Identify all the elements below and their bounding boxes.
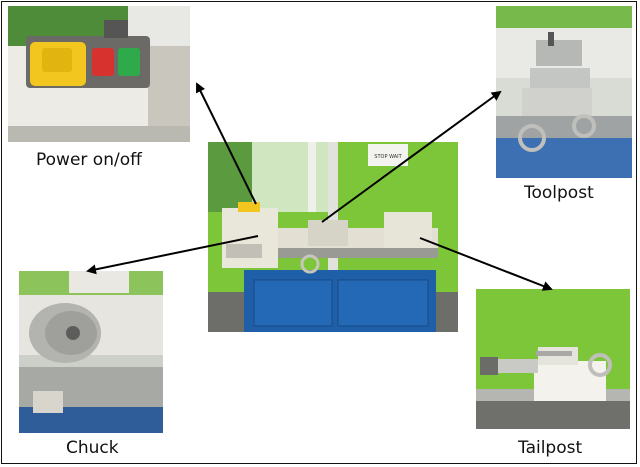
toolpost-label: Toolpost: [524, 183, 594, 203]
stop-wait-sign: STOP WAIT: [374, 154, 402, 160]
toolpost-photo: [496, 6, 632, 178]
tailpost-photo: [476, 289, 630, 429]
arrow-to-power: [196, 82, 257, 205]
chuck-photo: [19, 271, 163, 433]
arrow-to-tailpost: [419, 237, 553, 291]
arrow-to-toolpost: [321, 90, 502, 223]
power-switch-photo: [8, 6, 190, 142]
lathe-photo: STOP WAIT: [208, 142, 458, 332]
tailpost-label: Tailpost: [518, 438, 583, 458]
power-label: Power on/off: [36, 150, 142, 170]
chuck-label: Chuck: [66, 438, 119, 458]
arrow-to-chuck: [86, 235, 259, 275]
